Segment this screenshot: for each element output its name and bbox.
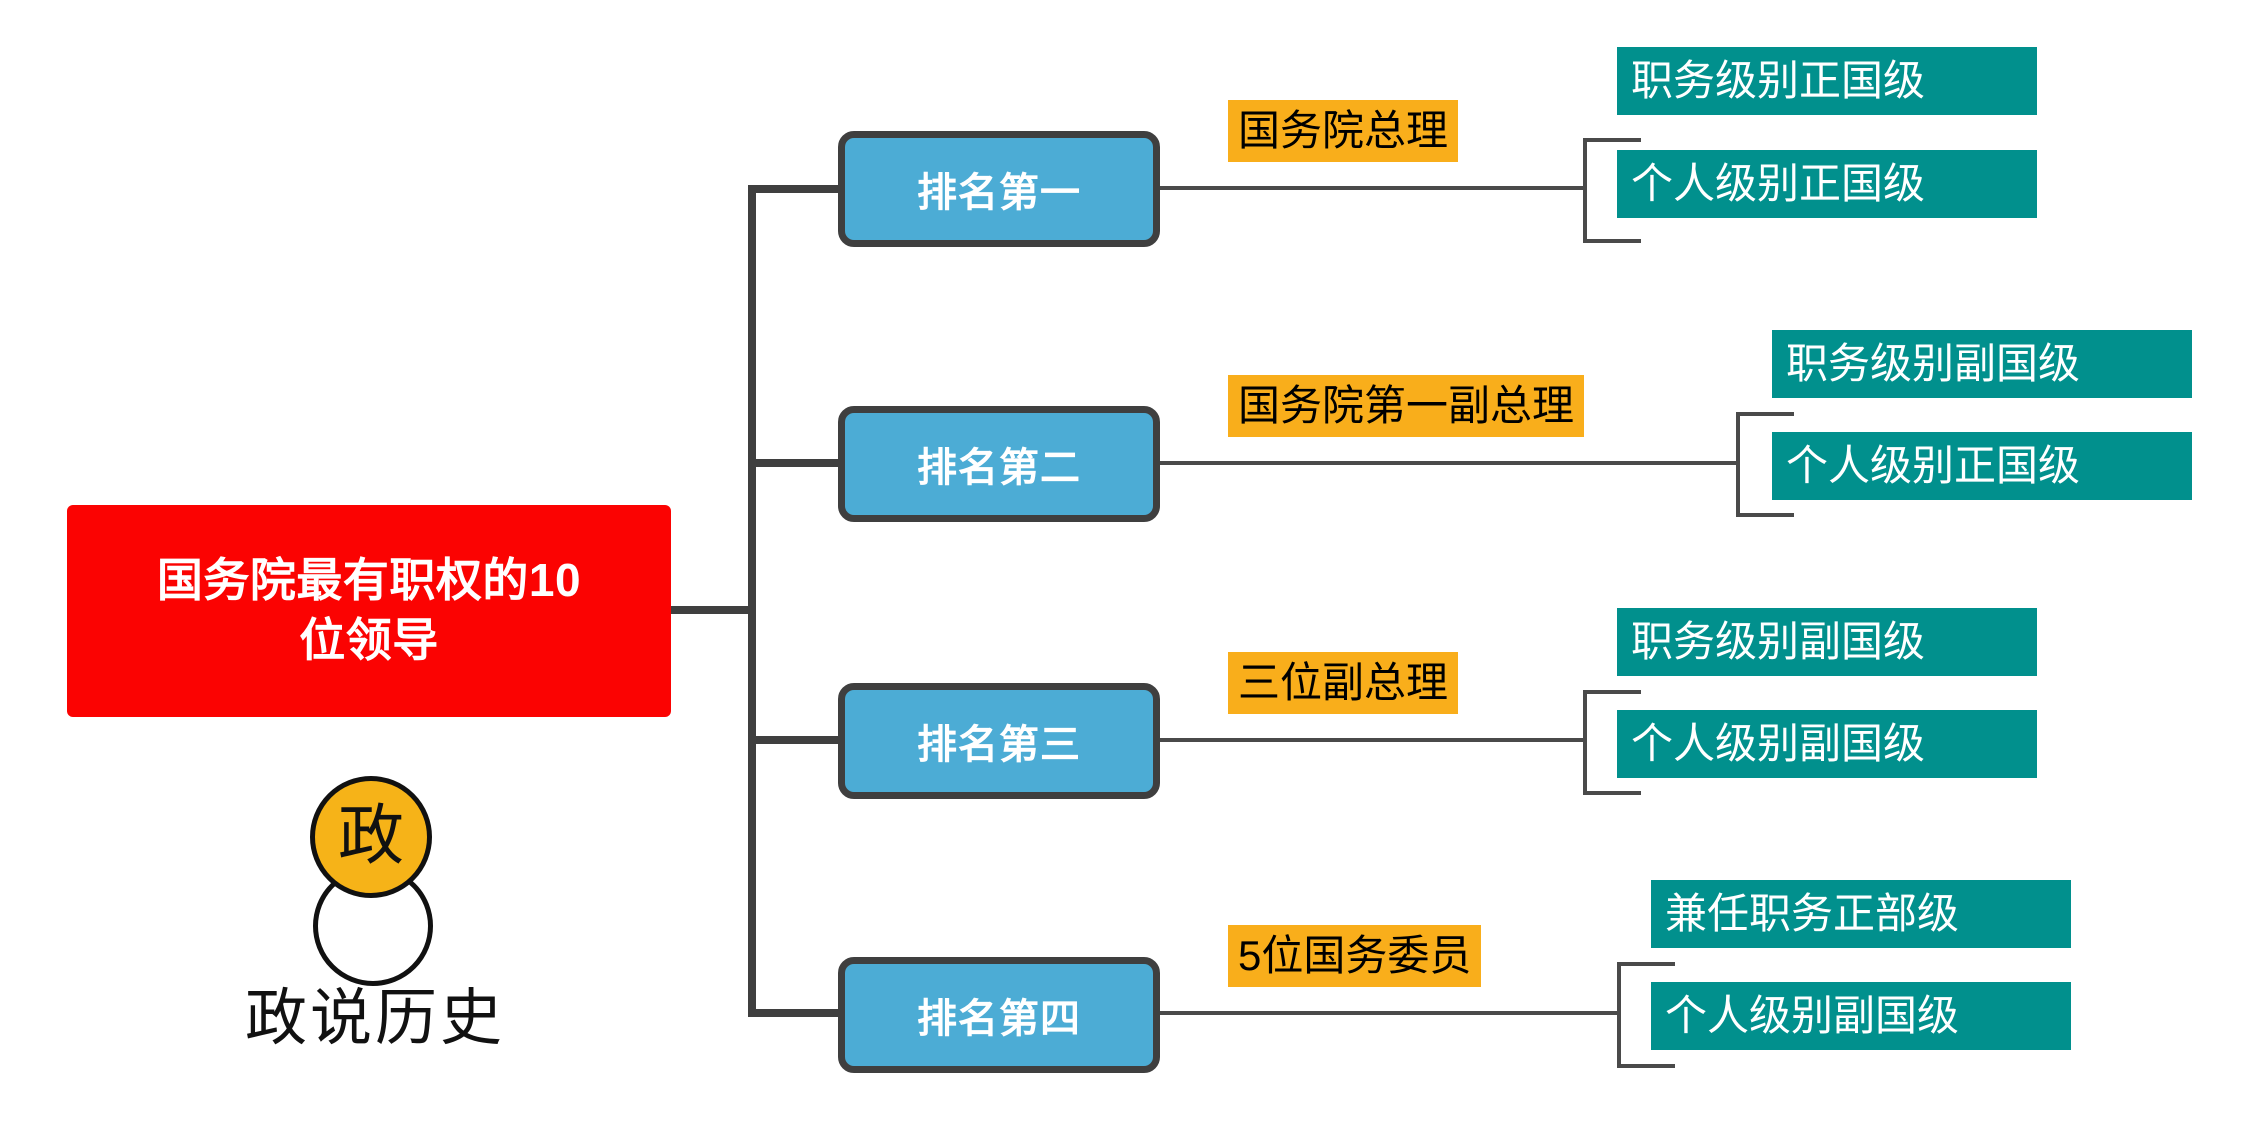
- leaf-bracket-4-bottom-stub: [1617, 1064, 1675, 1068]
- branch-spine: [748, 185, 756, 1017]
- leaf-bracket-3-bottom-stub: [1583, 791, 1641, 795]
- role-label-2[interactable]: 国务院第一副总理: [1228, 375, 1585, 437]
- leaf-box-4-1-text: 兼任职务正部级: [1665, 890, 1960, 937]
- leaf-box-3-2-text: 个人级别副国级: [1631, 720, 1926, 767]
- role-label-3[interactable]: 三位副总理: [1228, 652, 1459, 714]
- leaf-box-3-1-text: 职务级别副国级: [1631, 618, 1926, 665]
- watermark-name: 政说历史: [244, 985, 505, 1053]
- role-connector-2: [1160, 461, 1738, 465]
- leaf-box-4-1[interactable]: 兼任职务正部级: [1651, 880, 2071, 948]
- rank-node-4[interactable]: 排名第四: [838, 957, 1160, 1073]
- leaf-bracket-2-vertical: [1736, 412, 1740, 517]
- root-node-line-2: 位领导: [299, 614, 439, 666]
- logo-glyph-text: 政: [338, 800, 404, 873]
- leaf-box-1-1-text: 职务级别正国级: [1631, 57, 1926, 104]
- rank-node-1[interactable]: 排名第一: [838, 131, 1160, 247]
- leaf-bracket-1-bottom-stub: [1583, 239, 1641, 243]
- role-label-1[interactable]: 国务院总理: [1228, 100, 1459, 162]
- root-node[interactable]: 国务院最有职权的10 位领导: [67, 505, 671, 717]
- rank-node-2[interactable]: 排名第二: [838, 406, 1160, 522]
- rank-node-4-label: 排名第四: [917, 997, 1081, 1041]
- role-connector-4: [1160, 1011, 1620, 1015]
- leaf-box-2-2[interactable]: 个人级别正国级: [1772, 432, 2192, 500]
- role-label-4[interactable]: 5位国务委员: [1228, 925, 1482, 987]
- leaf-bracket-1-top-stub: [1583, 138, 1641, 142]
- leaf-box-2-1[interactable]: 职务级别副国级: [1772, 330, 2192, 398]
- role-connector-3: [1160, 738, 1585, 742]
- logo-circle-top-icon: 政: [310, 776, 432, 898]
- root-connector-stem: [671, 606, 756, 614]
- leaf-box-4-2-text: 个人级别副国级: [1665, 992, 1960, 1039]
- branch-arm-4: [748, 1009, 840, 1017]
- root-node-label: 国务院最有职权的10 位领导: [157, 551, 581, 671]
- leaf-box-3-1[interactable]: 职务级别副国级: [1617, 608, 2037, 676]
- root-node-line-1: 国务院最有职权的10: [156, 554, 582, 607]
- leaf-box-2-2-text: 个人级别正国级: [1786, 442, 2081, 489]
- watermark-logo: 政 政说历史: [210, 770, 540, 1080]
- rank-node-1-label: 排名第一: [917, 171, 1081, 215]
- leaf-bracket-2-bottom-stub: [1736, 513, 1794, 517]
- leaf-box-1-2[interactable]: 个人级别正国级: [1617, 150, 2037, 218]
- leaf-bracket-3-top-stub: [1583, 690, 1641, 694]
- role-label-1-text: 国务院总理: [1238, 107, 1449, 154]
- leaf-box-2-1-text: 职务级别副国级: [1786, 340, 2081, 387]
- leaf-box-1-2-text: 个人级别正国级: [1631, 160, 1926, 207]
- leaf-box-3-2[interactable]: 个人级别副国级: [1617, 710, 2037, 778]
- leaf-box-4-2[interactable]: 个人级别副国级: [1651, 982, 2071, 1050]
- role-label-3-text: 三位副总理: [1238, 659, 1449, 706]
- leaf-bracket-3-vertical: [1583, 690, 1587, 795]
- role-label-2-text: 国务院第一副总理: [1238, 382, 1575, 429]
- rank-node-2-label: 排名第二: [917, 446, 1081, 490]
- leaf-bracket-4-vertical: [1617, 962, 1621, 1068]
- leaf-bracket-4-top-stub: [1617, 962, 1675, 966]
- rank-node-3-label: 排名第三: [917, 723, 1081, 767]
- branch-arm-3: [748, 736, 840, 744]
- branch-arm-1: [748, 185, 840, 193]
- branch-arm-2: [748, 459, 840, 467]
- rank-node-3[interactable]: 排名第三: [838, 683, 1160, 799]
- role-connector-1: [1160, 186, 1585, 190]
- role-label-4-text: 5位国务委员: [1238, 932, 1472, 979]
- leaf-bracket-1-vertical: [1583, 138, 1587, 243]
- leaf-bracket-2-top-stub: [1736, 412, 1794, 416]
- leaf-box-1-1[interactable]: 职务级别正国级: [1617, 47, 2037, 115]
